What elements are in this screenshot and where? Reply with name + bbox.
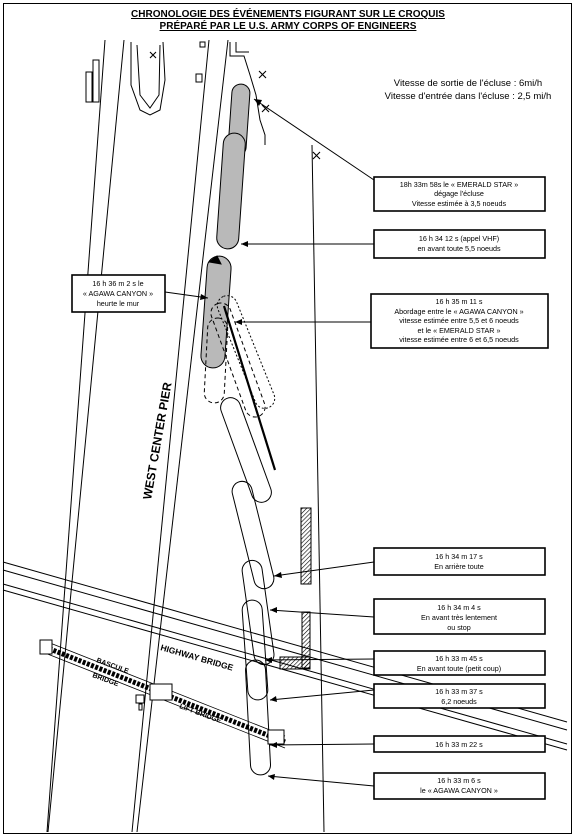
callout-text: le « AGAWA CANYON » [420, 786, 498, 795]
callout-text: et le « EMERALD STAR » [418, 326, 501, 335]
callout-e1: 18h 33m 58s le « EMERALD STAR » dégage l… [373, 176, 546, 212]
callout-text: Abordage entre le « AGAWA CANYON » [394, 307, 523, 316]
canal-walls [46, 39, 325, 833]
callout-text: 16 h 33 m 37 s [435, 687, 483, 696]
callout-text: heurte le mur [97, 299, 140, 308]
title-line-2: PRÉPARÉ PAR LE U.S. ARMY CORPS OF ENGINE… [160, 19, 417, 32]
emerald-star-vessel [200, 83, 251, 369]
entry-speed: Vitesse d'entrée dans l'écluse : 2,5 mi/… [385, 91, 552, 102]
figure-frame [3, 3, 572, 834]
callout-a2: 16 h 34 m 4 s En avant très lentement ou… [373, 598, 546, 635]
callout-text: 6,2 noeuds [441, 697, 477, 706]
callout-a1: 16 h 34 m 17 s En arrière toute [373, 547, 546, 576]
agawa-canyon-track [203, 295, 277, 776]
callout-text: 16 h 34 m 17 s [435, 552, 483, 561]
lock-structures [85, 41, 266, 145]
callout-left: 16 h 36 m 2 s le « AGAWA CANYON » heurte… [71, 274, 166, 313]
callout-a6: 16 h 33 m 6 s le « AGAWA CANYON » [373, 772, 546, 800]
callout-text: vitesse estimée entre 5,5 et 6 noeuds [399, 316, 519, 325]
callout-text: En arrière toute [434, 562, 484, 571]
callout-text: En avant toute (petit coup) [417, 664, 501, 673]
callout-text: ou stop [447, 623, 471, 632]
callout-text: En avant très lentement [421, 613, 497, 622]
bollard-icons [149, 51, 321, 160]
callout-text: vitesse estimée entre 6 et 6,5 noeuds [399, 335, 519, 344]
callout-text: 16 h 34 m 4 s [437, 603, 481, 612]
bridge-label: BRIDGE [91, 672, 119, 688]
title-line-1: CHRONOLOGIE DES ÉVÉNEMENTS FIGURANT SUR … [131, 7, 445, 20]
pier-label: WEST CENTER PIER [140, 381, 174, 501]
callout-text: dégage l'écluse [434, 189, 484, 198]
callout-text: 18h 33m 58s le « EMERALD STAR » [400, 180, 519, 189]
callout-text: 16 h 33 m 22 s [435, 740, 483, 749]
arrowheads [200, 99, 282, 780]
callout-e3: 16 h 35 m 11 s Abordage entre le « AGAWA… [370, 293, 549, 349]
callout-text: 16 h 34 12 s (appel VHF) [419, 234, 499, 243]
callout-text: 16 h 33 m 45 s [435, 654, 483, 663]
callout-text: 16 h 35 m 11 s [435, 297, 482, 306]
lift-bridge-label: LIFT BRIDGE [178, 703, 222, 725]
callout-text: 16 h 33 m 6 s [437, 776, 481, 785]
callout-text: en avant toute 5,5 noeuds [417, 244, 501, 253]
callout-text: 16 h 36 m 2 s le [92, 279, 143, 288]
callout-a3: 16 h 33 m 45 s En avant toute (petit cou… [373, 650, 546, 676]
exit-speed: Vitesse de sortie de l'écluse : 6mi/h [394, 78, 542, 89]
callout-text: Vitesse estimée à 3,5 noeuds [412, 199, 507, 208]
pointer-lines [164, 98, 375, 787]
lift-bridge [39, 639, 286, 749]
callout-e2: 16 h 34 12 s (appel VHF) en avant toute … [373, 229, 546, 259]
callout-a4: 16 h 33 m 37 s 6,2 noeuds [373, 683, 546, 709]
callout-text: « AGAWA CANYON » [83, 289, 153, 298]
callout-a5: 16 h 33 m 22 s [373, 735, 546, 753]
